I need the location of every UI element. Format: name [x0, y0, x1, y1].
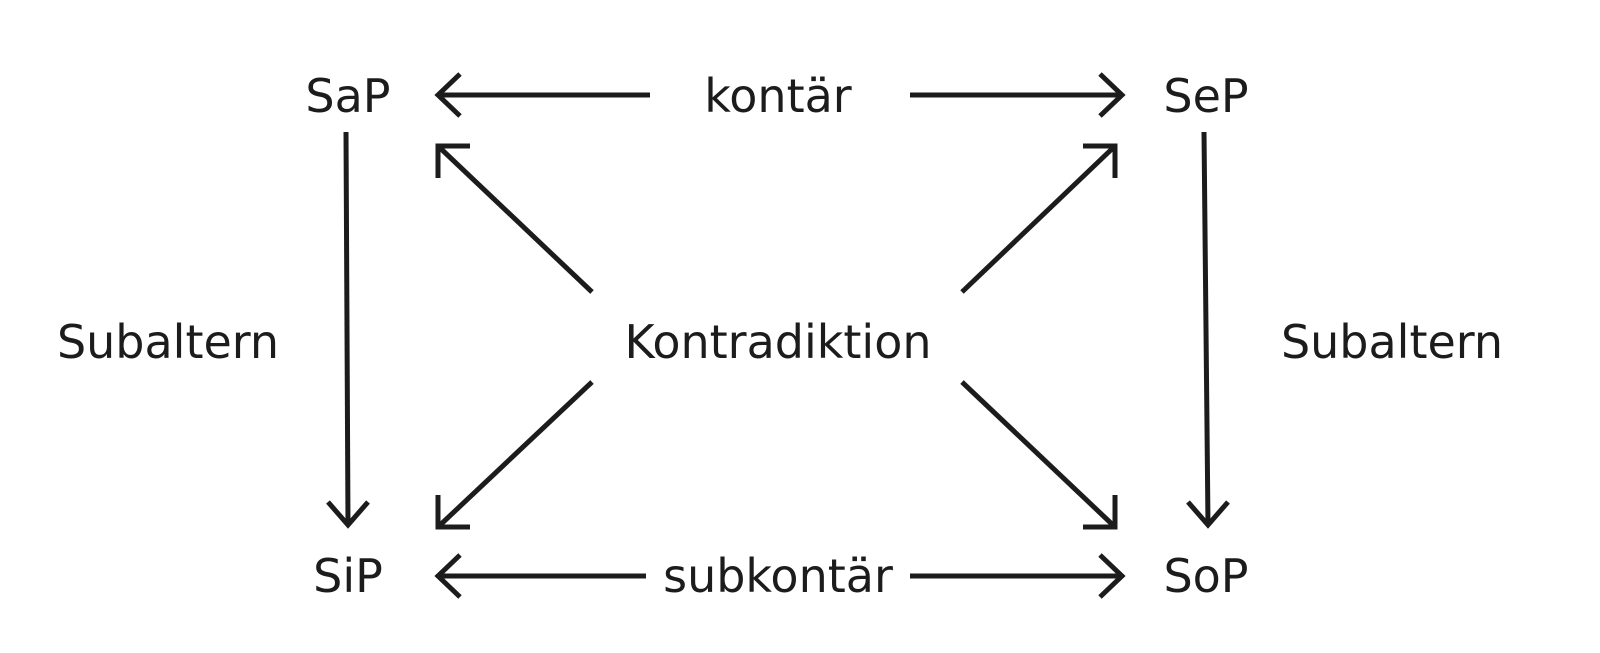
arrow-subkontraer-to-sip — [434, 553, 646, 599]
label-kontraer: kontär — [704, 69, 852, 123]
node-sap: SaP — [305, 69, 390, 123]
label-subkontraer: subkontär — [663, 549, 893, 603]
label-subaltern-right: Subaltern — [1281, 315, 1503, 369]
arrow-kontraer-to-sap — [434, 72, 650, 118]
arrow-subaltern-right — [1186, 131, 1230, 529]
arrow-kontradiktion-to-sap — [435, 143, 594, 294]
label-kontradiktion: Kontradiktion — [624, 315, 931, 369]
node-sip: SiP — [313, 549, 383, 603]
arrow-subkontraer-to-sop — [910, 553, 1126, 599]
node-sep: SeP — [1163, 69, 1248, 123]
arrow-kontradiktion-to-sep — [960, 143, 1118, 294]
arrow-kontradiktion-to-sop — [960, 380, 1118, 530]
arrow-kontradiktion-to-sip — [435, 380, 594, 530]
arrow-kontraer-to-sep — [910, 72, 1126, 118]
arrow-subaltern-left — [326, 131, 370, 529]
node-sop: SoP — [1163, 549, 1248, 603]
label-subaltern-left: Subaltern — [57, 315, 279, 369]
